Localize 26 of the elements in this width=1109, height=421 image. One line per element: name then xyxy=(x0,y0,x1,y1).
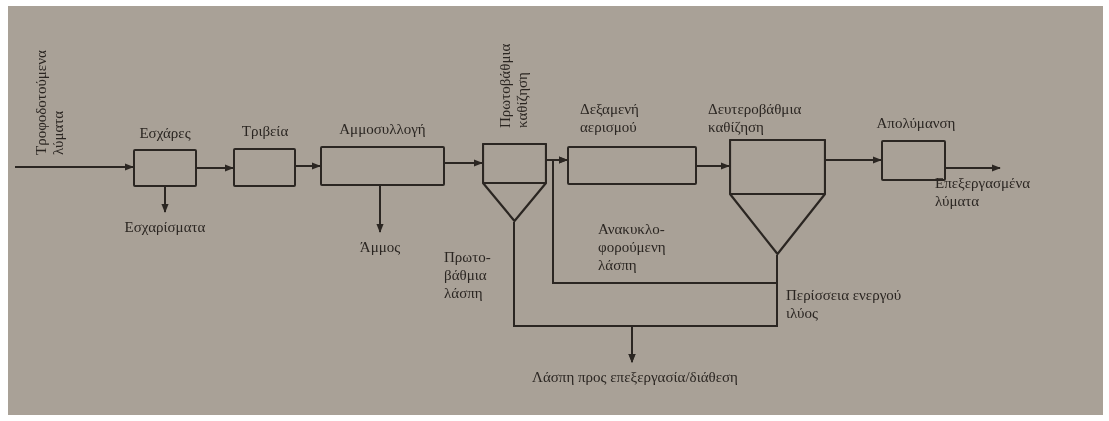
flow-arrow xyxy=(552,156,778,284)
process-label: Δεξαμενή αερισμού xyxy=(580,100,640,136)
flow-arrow xyxy=(696,162,730,170)
flow-label: Άμμος xyxy=(358,238,402,256)
process-label: Αμμοσυλλογή xyxy=(338,120,427,138)
flow-label: Εσχαρίσματα xyxy=(123,218,207,236)
flow-arrow xyxy=(628,254,778,363)
flow-label: Λάσπη προς επεξεργασία/διάθεση xyxy=(531,368,739,386)
process-label: Απολύμανση xyxy=(875,114,957,132)
flow-arrow xyxy=(14,163,134,171)
edge-label: Πρωτο- βάθμια λάσπη xyxy=(444,248,492,302)
flow-arrow xyxy=(295,162,321,170)
flow-arrow xyxy=(444,159,483,167)
process-label: Τροφοδοτούμενα λύματα xyxy=(32,49,67,155)
flow-arrow xyxy=(825,156,882,164)
process-label: Εσχάρες xyxy=(138,124,192,142)
process-label: Δευτεροβάθμια καθίζηση xyxy=(708,100,803,136)
process-label: Πρωτοβάθμια καθίζηση xyxy=(497,42,532,128)
flow-label: Επεξεργασμένα λύματα xyxy=(935,174,1032,210)
flow-arrow xyxy=(196,164,234,172)
flow-arrow xyxy=(945,164,1001,172)
edge-label: Περίσσεια ενεργού ιλύος xyxy=(786,286,903,322)
process-label: Τριβεία xyxy=(240,122,290,140)
flow-arrow xyxy=(376,185,384,233)
flow-arrow xyxy=(161,186,169,213)
edge-label: Ανακυκλο- φορούμενη λάσπη xyxy=(598,220,667,274)
